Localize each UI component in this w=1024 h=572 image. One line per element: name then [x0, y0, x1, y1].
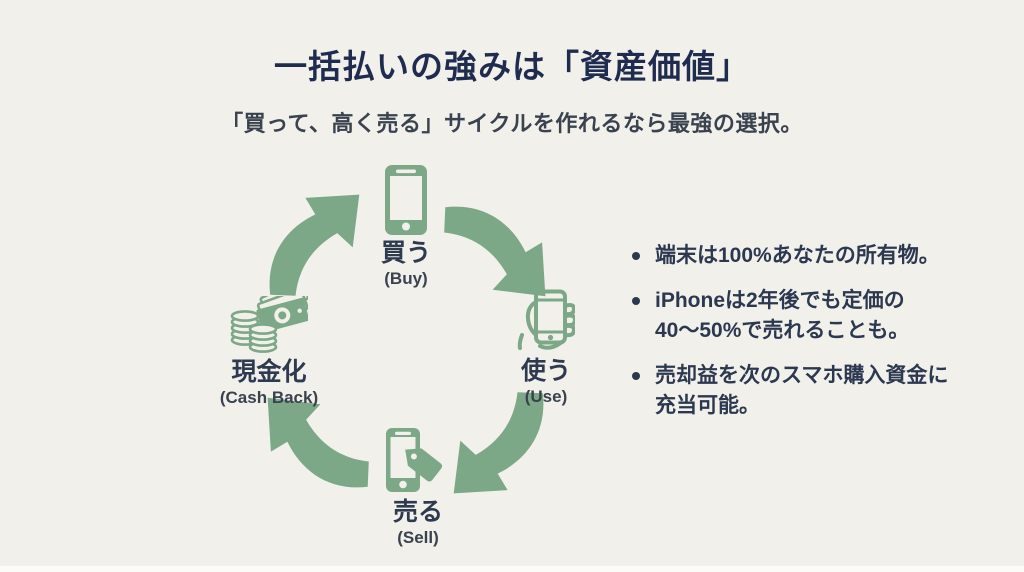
- cycle-step-cash-back: 現金化 (Cash Back): [203, 296, 335, 408]
- cycle-step-buy: 買う (Buy): [346, 165, 466, 289]
- bullet-list: 端末は100%あなたの所有物。 iPhoneは2年後でも定価の 40〜50%で売…: [632, 241, 1024, 436]
- cycle-arrow-down-left-icon: [453, 392, 544, 494]
- smartphone-icon: [385, 165, 427, 235]
- bottom-edge-strip: [0, 566, 1024, 572]
- hand-holding-phone-icon: [517, 289, 575, 350]
- bullet-item: iPhoneは2年後でも定価の 40〜50%で売れることも。: [632, 286, 1024, 346]
- cycle-arrow-up-right-icon: [269, 194, 360, 296]
- step-label-en: (Buy): [384, 268, 428, 288]
- phone-price-tag-icon: [386, 428, 443, 492]
- cash-coins-banknotes-icon: [230, 296, 308, 353]
- bullet-item: 端末は100%あなたの所有物。: [632, 241, 1024, 271]
- bullet-text: 端末は100%あなたの所有物。: [655, 244, 940, 267]
- cycle-arrow-down-right-icon: [444, 206, 546, 297]
- bullet-item: 売却益を次のスマホ購入資金に 充当可能。: [632, 361, 1024, 421]
- step-label-en: (Sell): [397, 527, 439, 547]
- step-label-jp: 買う: [380, 239, 431, 267]
- step-label-en: (Use): [524, 386, 568, 406]
- bullet-text: iPhoneは2年後でも定価の 40〜50%で売れることも。: [655, 289, 910, 342]
- bullet-text: 売却益を次のスマホ購入資金に 充当可能。: [655, 364, 949, 417]
- bullet-dot-icon: [632, 372, 640, 380]
- step-label-jp: 売る: [392, 498, 443, 526]
- bullet-dot-icon: [632, 252, 640, 260]
- slide-title: 一括払いの強みは「資産価値」: [274, 48, 750, 85]
- step-label-en: (Cash Back): [219, 387, 319, 407]
- cycle-arrow-up-left-icon: [267, 397, 369, 488]
- step-label-jp: 使う: [520, 357, 571, 385]
- cycle-step-use: 使う (Use): [486, 289, 606, 407]
- step-label-jp: 現金化: [231, 358, 307, 386]
- bullet-dot-icon: [632, 297, 640, 305]
- slide-subtitle: 「買って、高く売る」サイクルを作れるなら最強の選択。: [221, 111, 803, 136]
- cycle-step-sell: 売る (Sell): [356, 428, 480, 548]
